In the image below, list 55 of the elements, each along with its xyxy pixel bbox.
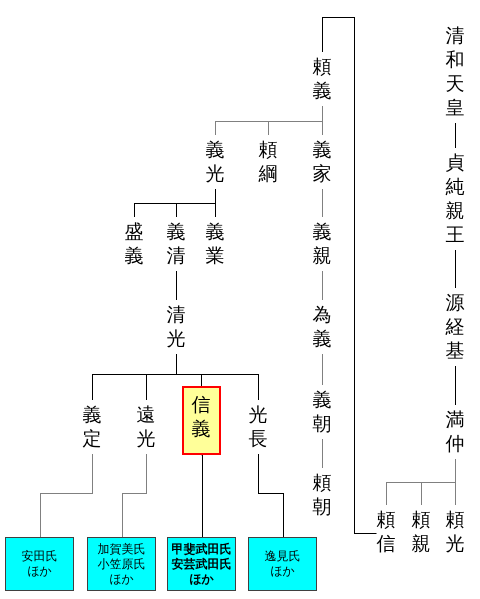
clan-name: 甲斐武田氏 [172, 542, 232, 556]
person-name: 義業 [206, 217, 224, 271]
clan-box [5, 537, 74, 591]
tree-line [322, 270, 323, 300]
person-name: 義清 [166, 217, 186, 271]
person-name: 頼綱 [258, 135, 278, 189]
tree-line [322, 438, 323, 468]
clan-box [87, 537, 156, 591]
tree-line [201, 454, 203, 538]
clan-name: 逸見氏 [264, 549, 300, 564]
tree-line [455, 250, 456, 288]
tree-line [455, 122, 456, 148]
person-name: 義朝 [312, 385, 332, 439]
person-name: 清光 [166, 300, 186, 354]
tree-line [322, 17, 377, 534]
tree-line [40, 454, 93, 538]
tree-line [176, 270, 177, 300]
clan-name: ほか [190, 572, 214, 586]
person-name: 遠光 [136, 400, 156, 454]
person-name: 盛義 [124, 217, 144, 271]
clan-name: ほか [28, 564, 52, 579]
tree-line [215, 188, 216, 218]
clan-box [167, 537, 236, 591]
tree-line [322, 188, 323, 218]
person-name: 頼光 [446, 505, 464, 559]
person-name: 頼義 [312, 52, 332, 106]
clan-name: 安芸武田氏 [172, 556, 232, 572]
person-name: 義光 [206, 135, 224, 189]
tree-line [258, 454, 284, 538]
clan-name: ほか [110, 572, 134, 586]
person-name: 頼朝 [312, 468, 332, 522]
tree-line [176, 354, 259, 400]
person-name: 義定 [82, 400, 102, 454]
person-name: 義家 [312, 135, 332, 189]
person-name: 頼信 [376, 505, 396, 559]
tree-line [322, 106, 323, 136]
clan-name: 加賀美氏 [98, 542, 146, 556]
person-name: 源経基 [446, 288, 464, 366]
tree-line [322, 354, 323, 386]
person-name: 義親 [312, 217, 332, 271]
clan-name: 小笠原氏 [98, 556, 146, 572]
person-name: 光長 [248, 400, 268, 454]
person-name: 信義 [192, 393, 210, 441]
person-name: 満仲 [446, 405, 464, 459]
tree-line [455, 366, 456, 406]
highlight-box [182, 386, 220, 455]
person-name: 頼親 [412, 505, 430, 559]
tree-line [122, 454, 147, 538]
clan-box [248, 537, 317, 591]
clan-name: ほか [270, 564, 294, 579]
tree-line [455, 458, 456, 506]
person-name: 清和天皇 [446, 21, 464, 123]
clan-name: 安田氏 [22, 549, 58, 564]
person-name: 貞純親王 [446, 148, 464, 250]
person-name: 為義 [312, 300, 332, 354]
